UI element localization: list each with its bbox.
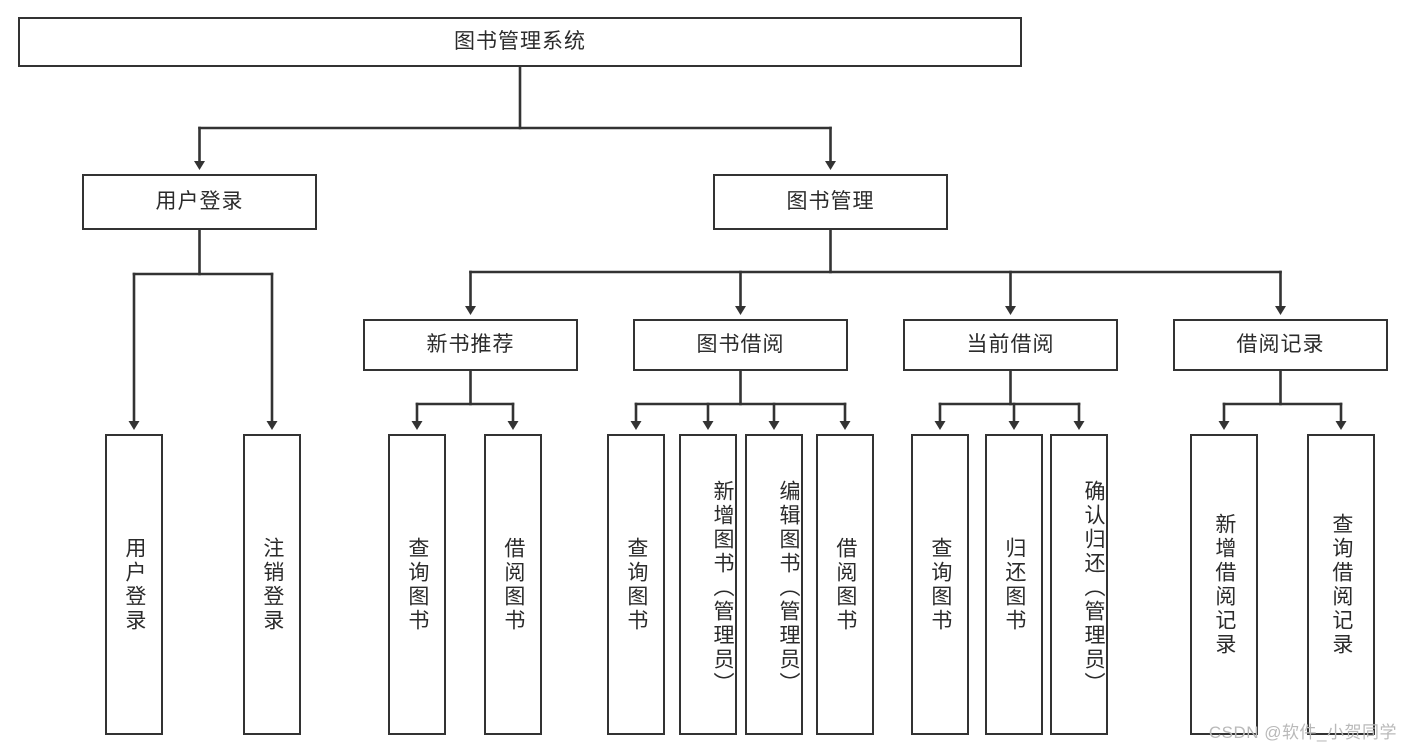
node-user-login[interactable]: 用户登录 (82, 174, 317, 230)
leaf-add-book-admin[interactable]: 新增图书（管理员） (679, 434, 737, 735)
leaf-return-book[interactable]: 归还图书 (985, 434, 1043, 735)
node-current-borrow[interactable]: 当前借阅 (903, 319, 1118, 371)
leaf-add-borrow-record[interactable]: 新增借阅记录 (1190, 434, 1258, 735)
leaf-edit-book-admin[interactable]: 编辑图书（管理员） (745, 434, 803, 735)
leaf-confirm-return-admin[interactable]: 确认归还（管理员） (1050, 434, 1108, 735)
leaf-query-borrow-record[interactable]: 查询借阅记录 (1307, 434, 1375, 735)
node-book-borrow[interactable]: 图书借阅 (633, 319, 848, 371)
leaf-borrow-book[interactable]: 借阅图书 (816, 434, 874, 735)
csdn-watermark: CSDN @软件_小贺同学 (1208, 723, 1397, 742)
leaf-query-book-recommend[interactable]: 查询图书 (388, 434, 446, 735)
leaf-user-logout[interactable]: 注销登录 (243, 434, 301, 735)
leaf-borrow-book-recommend[interactable]: 借阅图书 (484, 434, 542, 735)
node-new-book-recommend[interactable]: 新书推荐 (363, 319, 578, 371)
node-borrow-record[interactable]: 借阅记录 (1173, 319, 1388, 371)
leaf-query-book-borrow[interactable]: 查询图书 (607, 434, 665, 735)
node-root[interactable]: 图书管理系统 (18, 17, 1022, 67)
node-book-manage[interactable]: 图书管理 (713, 174, 948, 230)
leaf-query-book-current[interactable]: 查询图书 (911, 434, 969, 735)
leaf-user-login[interactable]: 用户登录 (105, 434, 163, 735)
